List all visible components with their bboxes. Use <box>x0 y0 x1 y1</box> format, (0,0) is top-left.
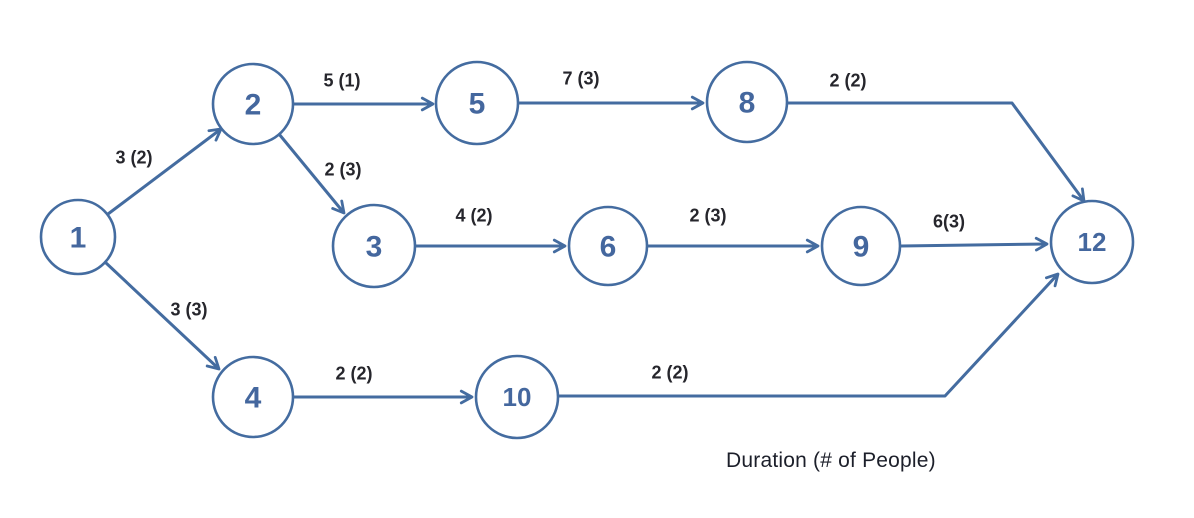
node-label-12: 12 <box>1078 227 1107 257</box>
node-circle-12 <box>1049 199 1135 285</box>
node-circle-5 <box>434 60 520 146</box>
node-circle-1 <box>39 198 117 276</box>
edge-label-2-5: 5 (1) <box>323 70 360 90</box>
edge-8-12 <box>788 101 1086 203</box>
node-12: 12 <box>1049 199 1135 285</box>
node-label-1: 1 <box>70 222 87 255</box>
node-5: 5 <box>434 60 520 146</box>
node-circle-9 <box>820 205 902 287</box>
node-label-2: 2 <box>245 89 262 122</box>
node-4: 4 <box>211 355 295 439</box>
node-8: 8 <box>705 60 789 144</box>
edge-2-3 <box>277 133 346 215</box>
edge-1-4 <box>103 260 221 371</box>
edge-label-3-6: 4 (2) <box>455 205 492 225</box>
node-label-3: 3 <box>366 231 383 264</box>
edge-label-6-9: 2 (3) <box>689 205 726 225</box>
node-9: 9 <box>820 205 902 287</box>
edge-label-9-12: 6(3) <box>933 211 965 231</box>
legend-text: Duration (# of People) <box>726 449 936 472</box>
node-circle-10 <box>474 354 560 440</box>
edge-10-12 <box>559 272 1060 398</box>
edge-label-1-2: 3 (2) <box>115 147 152 167</box>
node-circle-4 <box>211 355 295 439</box>
edge-label-1-4: 3 (3) <box>170 299 207 319</box>
node-3: 3 <box>331 203 417 289</box>
node-1: 1 <box>39 198 117 276</box>
node-circle-2 <box>211 62 295 146</box>
node-label-8: 8 <box>739 87 756 120</box>
node-label-10: 10 <box>503 382 532 412</box>
node-circle-3 <box>331 203 417 289</box>
edge-label-5-8: 7 (3) <box>562 68 599 88</box>
node-2: 2 <box>211 62 295 146</box>
node-label-4: 4 <box>245 382 262 415</box>
node-label-6: 6 <box>600 231 617 264</box>
node-6: 6 <box>567 205 649 287</box>
edge-label-10-12: 2 (2) <box>651 362 688 382</box>
node-circle-6 <box>567 205 649 287</box>
edge-9-12 <box>900 236 1049 252</box>
edge-label-2-3: 2 (3) <box>324 159 361 179</box>
node-10: 10 <box>474 354 560 440</box>
node-circle-8 <box>705 60 789 144</box>
edge-1-2 <box>107 127 223 216</box>
edge-label-4-10: 2 (2) <box>335 363 372 383</box>
node-label-5: 5 <box>469 88 486 121</box>
edge-label-8-12: 2 (2) <box>829 70 866 90</box>
node-label-9: 9 <box>853 231 870 264</box>
